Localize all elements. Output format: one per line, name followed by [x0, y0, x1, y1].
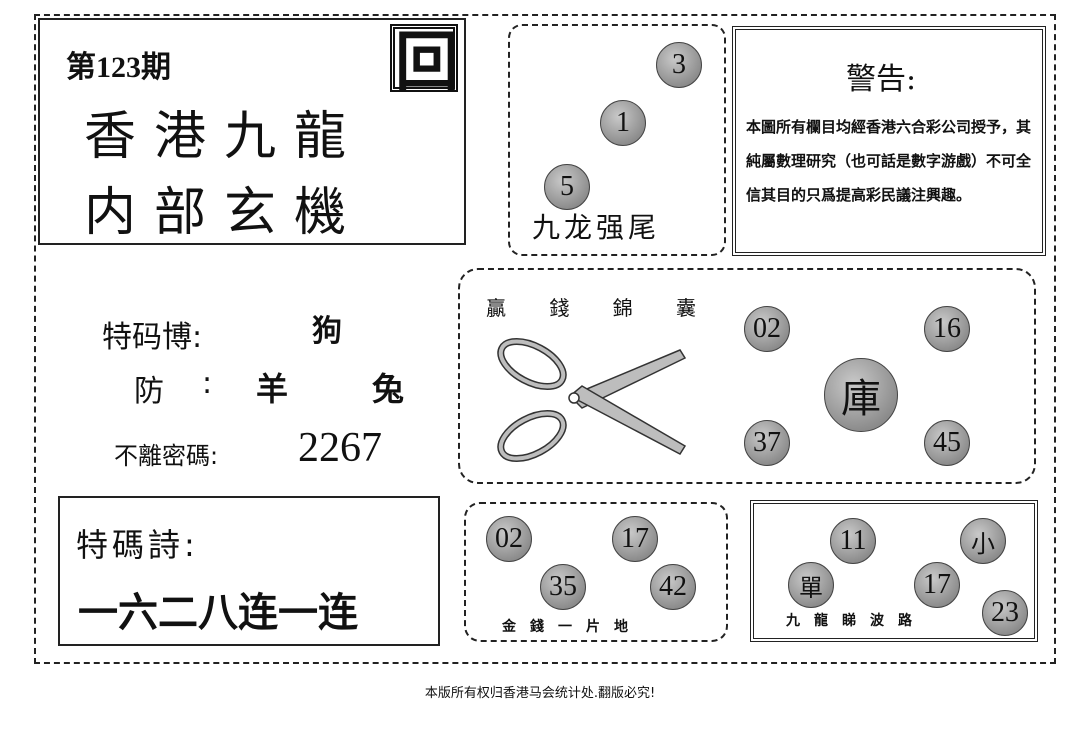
kowloon-ball: 11 [830, 518, 876, 564]
poem-text: 一六二八连一连 [78, 589, 358, 636]
fang-colon: : [202, 366, 213, 401]
kowloon-label: 九龍睇波路 [786, 613, 926, 629]
treasure-title-char: 囊 [675, 296, 696, 320]
tail-ball: 1 [600, 100, 646, 146]
kowloon-ball: 23 [982, 590, 1028, 636]
tail-ball: 5 [544, 164, 590, 210]
code-value: 2267 [298, 425, 382, 471]
treasure-title: 贏 錢 錦 囊 [486, 292, 696, 321]
treasure-title-char: 贏 [486, 296, 506, 320]
treasure-ball: 45 [924, 420, 970, 466]
title-line-2: 内部玄機 [84, 183, 365, 243]
money-ball: 02 [486, 516, 532, 562]
fang-value: 羊 [256, 370, 289, 408]
header-box: 第123期 回 香港九龍 内部玄機 [38, 18, 466, 245]
issue-number: 第123期 [66, 51, 171, 84]
treasure-title-char: 錦 [612, 296, 633, 320]
tail-ball: 3 [656, 42, 702, 88]
te-label: 特码博: [102, 320, 203, 355]
treasure-ball: 37 [744, 420, 790, 466]
title-line-1: 香港九龍 [84, 107, 365, 167]
fang-label: 防 [134, 374, 164, 409]
tail-label: 九龙强尾 [532, 211, 661, 244]
treasure-ball: 16 [924, 306, 970, 352]
te-value: 狗 [312, 314, 342, 349]
outer-frame [34, 14, 1056, 664]
kowloon-box: 11 小 單 17 23 九龍睇波路 [750, 500, 1038, 642]
kowloon-ball: 小 [960, 518, 1006, 564]
money-box: 02 17 35 42 金錢一片地 [464, 502, 728, 642]
kowloon-ball: 單 [788, 562, 834, 608]
warning-title: 警告: [846, 62, 917, 97]
fang-value: 兔 [372, 370, 405, 408]
special-section: 特码博: 狗 防 : 羊 兔 不離密碼: 2267 [60, 268, 440, 488]
code-label: 不離密碼: [114, 442, 219, 470]
money-label: 金錢一片地 [502, 619, 642, 635]
kowloon-ball: 17 [914, 562, 960, 608]
money-ball: 42 [650, 564, 696, 610]
poem-box: 特碼詩: 一六二八连一连 [58, 496, 440, 646]
money-ball: 17 [612, 516, 658, 562]
treasure-center: 庫 [824, 358, 898, 432]
treasure-ball: 02 [744, 306, 790, 352]
poem-label: 特碼詩: [76, 526, 199, 564]
scissors-icon [497, 337, 687, 463]
warning-text: 本圖所有欄目均經香港六合彩公司授予，其純屬數理研究（也可話是數字游戲）不可全信其… [746, 118, 1032, 204]
copyright-footer: 本版所有权归香港马会统计处.翻版必究! [424, 686, 656, 701]
treasure-box: 贏 錢 錦 囊 02 16 庫 37 45 [458, 268, 1036, 484]
logo-icon: 回 [390, 24, 459, 97]
warning-box: 警告: 本圖所有欄目均經香港六合彩公司授予，其純屬數理研究（也可話是數字游戲）不… [732, 26, 1046, 256]
treasure-title-char: 錢 [549, 296, 570, 320]
money-ball: 35 [540, 564, 586, 610]
tail-box: 3 1 5 九龙强尾 [508, 24, 726, 256]
